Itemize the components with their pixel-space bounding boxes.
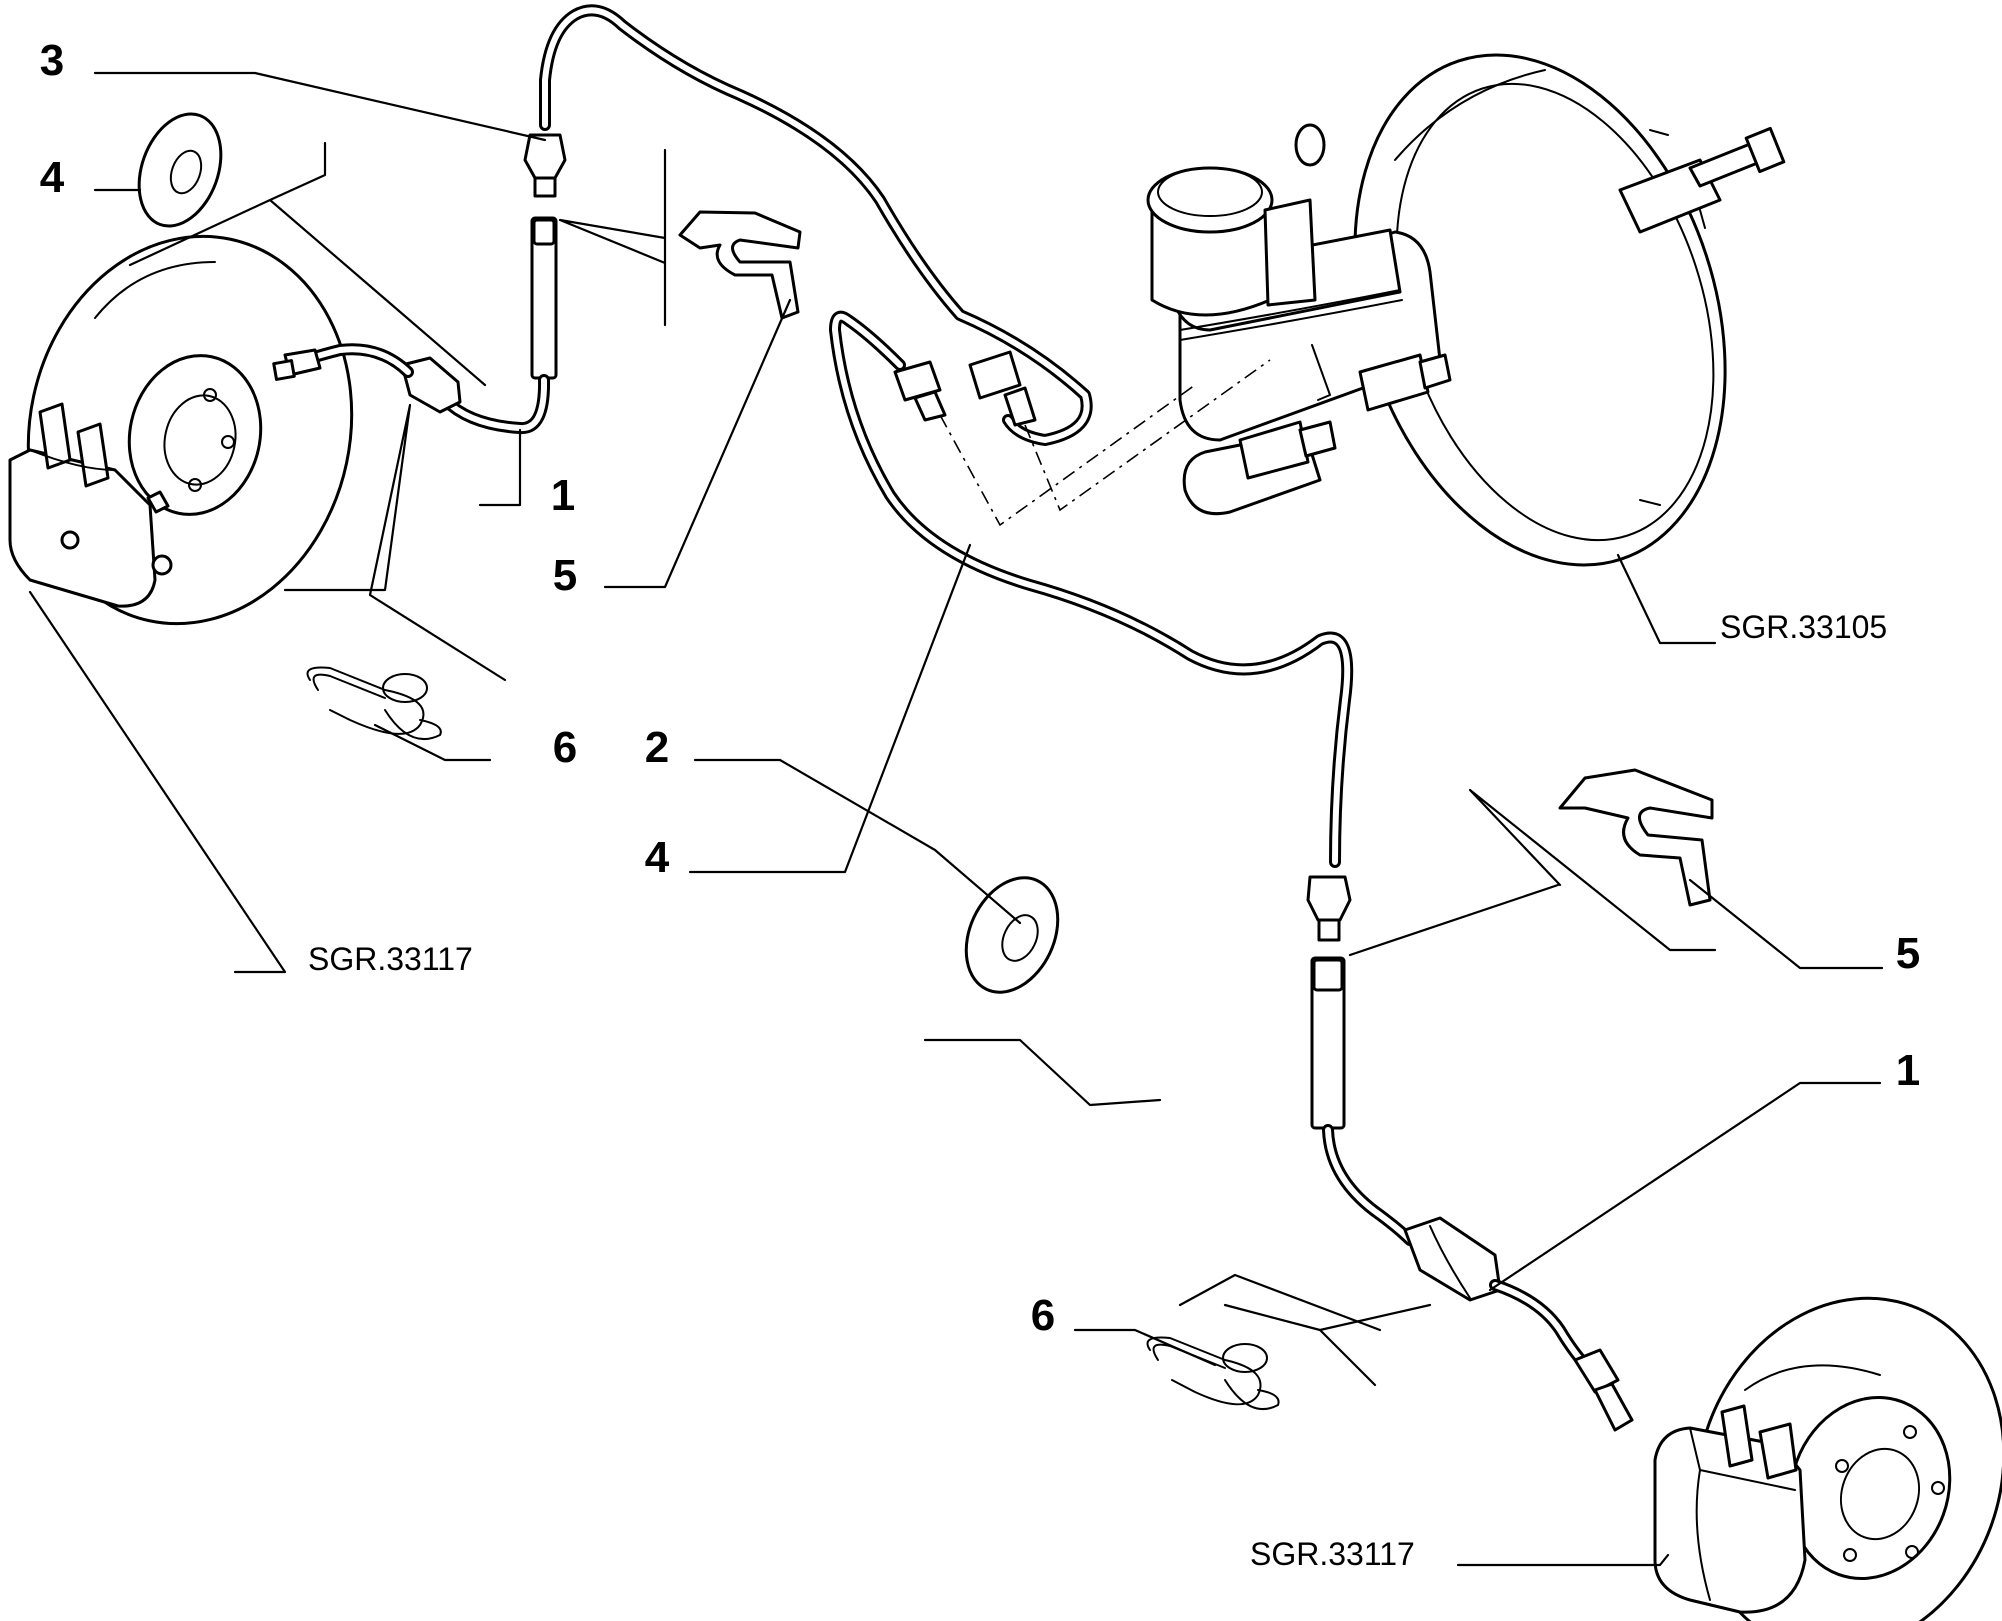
flexible-hose-right	[1310, 956, 1634, 1432]
brake-caliper-right	[1653, 1404, 1807, 1614]
callout-3: 3	[40, 36, 64, 85]
callout-2: 2	[645, 723, 669, 772]
pushrod	[1618, 126, 1786, 234]
grommet-4-lower	[964, 876, 1060, 994]
callout-4-upper: 4	[40, 153, 65, 202]
ref-brake-booster: SGR.33105	[1720, 609, 1887, 645]
master-cylinder-ports	[1238, 344, 1452, 480]
ref-caliper-right: SGR.33117	[1250, 1536, 1415, 1572]
pipe-union-master-1	[893, 350, 1037, 427]
spring-clip-6-left	[306, 666, 442, 740]
callout-5-upper: 5	[553, 551, 577, 600]
brake-pipe	[539, 4, 1354, 868]
callout-1-upper: 1	[551, 471, 575, 520]
brake-caliper-left	[8, 402, 173, 608]
pipe-union-right	[1306, 875, 1352, 942]
callout-4-lower: 4	[645, 833, 670, 882]
ref-caliper-left: SGR.33117	[308, 941, 473, 977]
flexible-hose-left	[272, 216, 558, 434]
reference-labels: SGR.33105 SGR.33117 SGR.33117	[308, 609, 1887, 1572]
retaining-plate-5-upper	[678, 210, 802, 320]
spring-clip-6-right	[1146, 1336, 1280, 1410]
pipe-union-3	[523, 133, 567, 198]
callout-5-lower: 5	[1896, 929, 1920, 978]
callout-6-left: 6	[553, 723, 577, 772]
grommet-4-upper	[137, 112, 223, 228]
retaining-plate-5-lower	[1558, 768, 1714, 907]
callout-1-lower: 1	[1896, 1046, 1920, 1095]
leader-lines	[28, 71, 1884, 1567]
fluid-reservoir	[1146, 166, 1317, 317]
brake-booster	[1294, 53, 1786, 567]
callout-labels: 3 4 1 5 6 2 4 5 1 6	[40, 36, 1920, 1340]
callout-6-right: 6	[1031, 1291, 1055, 1340]
assembly-lines	[939, 359, 1271, 527]
